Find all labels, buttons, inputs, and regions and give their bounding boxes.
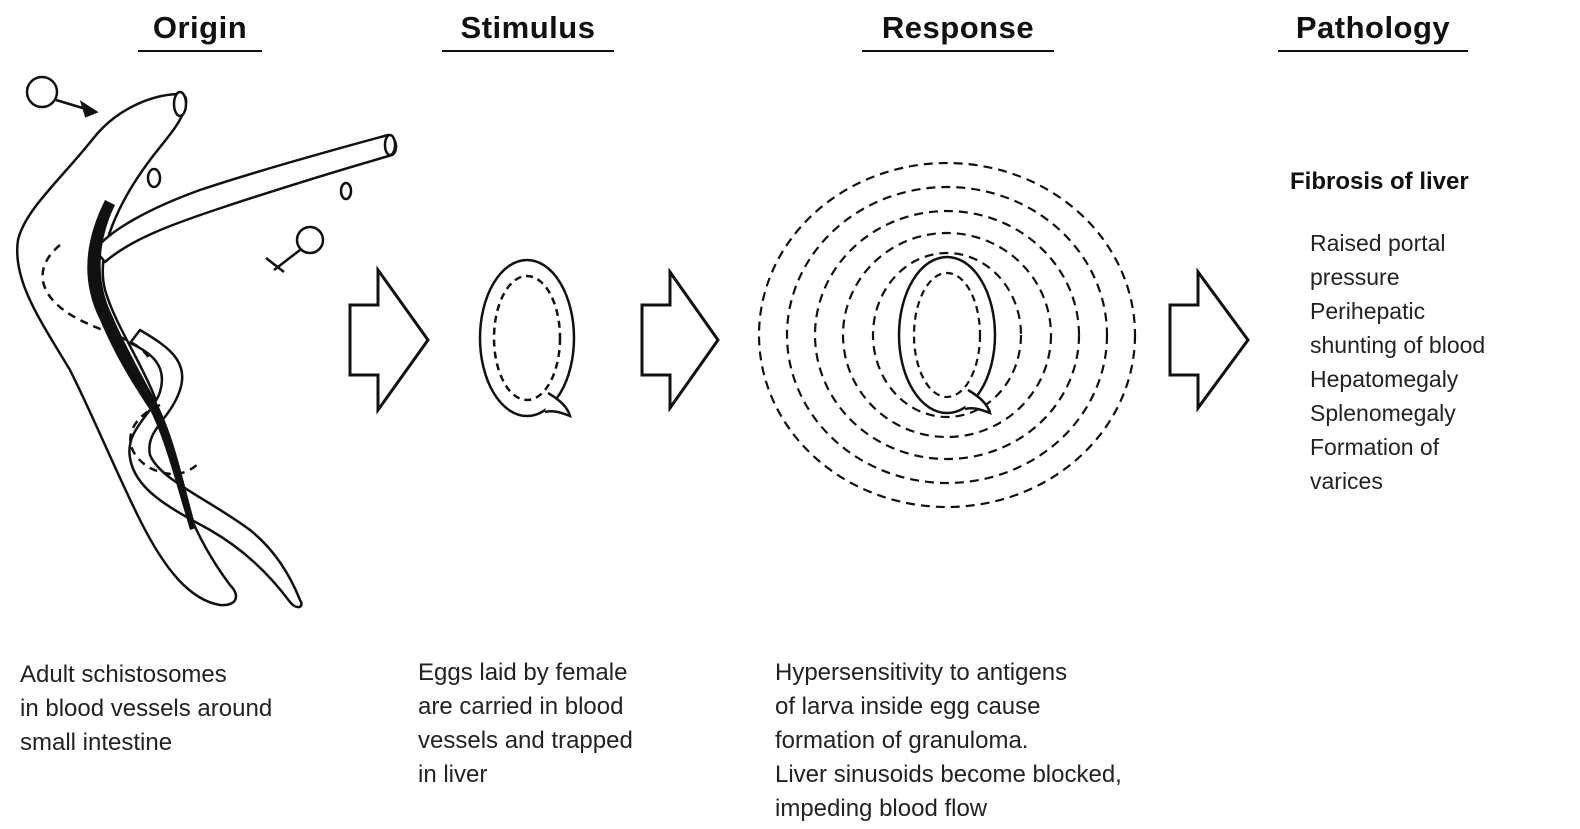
schistosome-worms-illustration bbox=[17, 92, 396, 607]
pathology-title: Fibrosis of liver bbox=[1290, 168, 1469, 196]
block-arrow-right-icon bbox=[1170, 272, 1248, 408]
male-symbol-icon bbox=[27, 77, 96, 116]
pathology-item: Raised portal pressure bbox=[1310, 226, 1485, 294]
pathology-item: Splenomegaly bbox=[1310, 396, 1485, 430]
pathology-item: Perihepatic shunting of blood bbox=[1310, 294, 1485, 362]
block-arrow-right-icon bbox=[350, 270, 428, 410]
block-arrow-right-icon bbox=[642, 272, 718, 408]
granuloma-illustration bbox=[759, 163, 1135, 507]
caption-response: Hypersensitivity to antigens of larva in… bbox=[775, 656, 1122, 826]
pathology-item: Hepatomegaly bbox=[1310, 362, 1485, 396]
pathology-item: Formation of varices bbox=[1310, 430, 1485, 498]
caption-origin: Adult schistosomes in blood vessels arou… bbox=[20, 658, 272, 760]
caption-stimulus: Eggs laid by female are carried in blood… bbox=[418, 656, 633, 792]
pathology-list: Raised portal pressure Perihepatic shunt… bbox=[1310, 226, 1485, 498]
female-symbol-icon bbox=[266, 227, 323, 272]
egg-illustration bbox=[480, 260, 574, 416]
